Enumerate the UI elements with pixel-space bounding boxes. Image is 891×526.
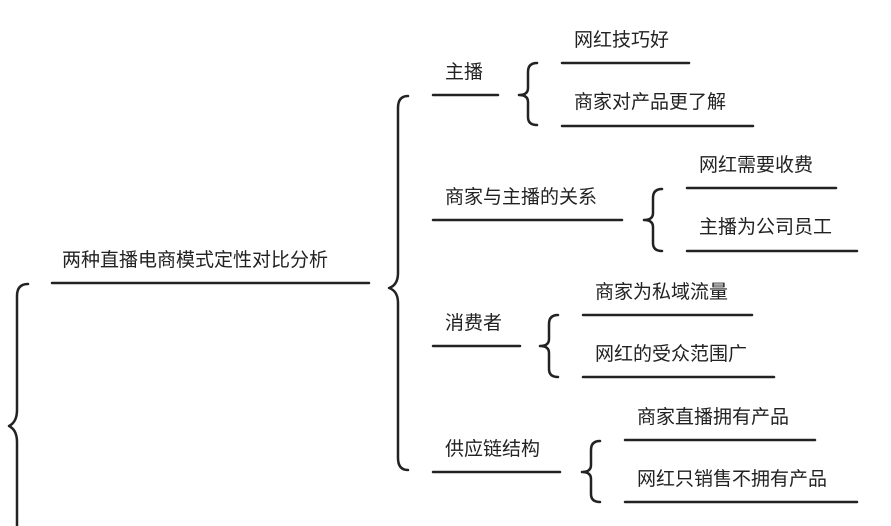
leaf-label-2-1: 网红的受众范围广: [595, 343, 748, 365]
leaf-label-0-0: 网红技巧好: [574, 29, 670, 51]
branch-label-0: 主播: [445, 61, 484, 83]
branch-label-2: 消费者: [445, 312, 503, 334]
outer-brace: [7, 282, 30, 526]
leaf-label-0-1: 商家对产品更了解: [574, 91, 727, 113]
leaf-label-3-1: 网红只销售不拥有产品: [637, 468, 828, 490]
leaf-label-2-0: 商家为私域流量: [595, 281, 729, 303]
sub-brace-2: [538, 313, 560, 379]
sub-brace-1: [642, 187, 664, 253]
sub-brace-3: [580, 439, 602, 504]
sub-brace-0: [517, 61, 539, 127]
branch-label-3: 供应链结构: [445, 438, 541, 460]
main-brace: [387, 94, 410, 472]
leaf-label-3-0: 商家直播拥有产品: [637, 406, 790, 428]
leaf-label-1-0: 网红需要收费: [699, 154, 814, 176]
root-label: 两种直播电商模式定性对比分析: [62, 249, 329, 271]
branch-label-1: 商家与主播的关系: [445, 186, 598, 208]
leaf-label-1-1: 主播为公司员工: [699, 216, 833, 238]
